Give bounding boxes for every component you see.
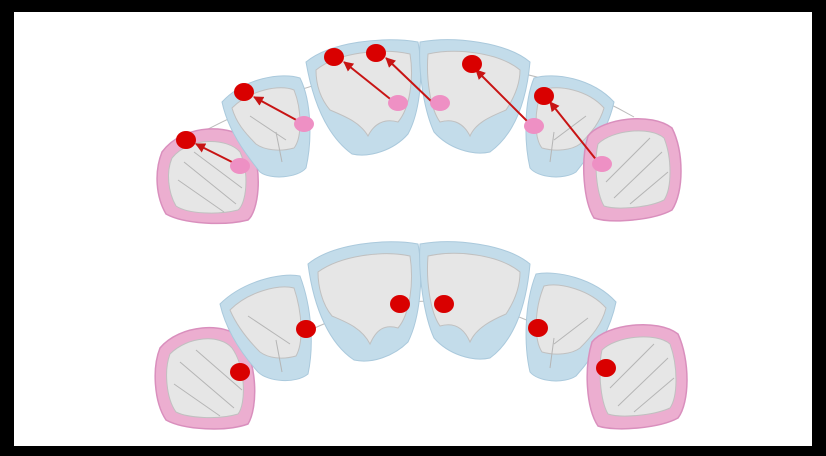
red-point: [176, 131, 196, 149]
pink-point: [230, 158, 250, 174]
red-point: [528, 319, 548, 337]
upper-arch: [157, 40, 681, 224]
pink-point: [430, 95, 450, 111]
lower-arch: [155, 242, 687, 429]
red-point: [462, 55, 482, 73]
dental-arch-diagram: [14, 12, 812, 446]
red-point: [230, 363, 250, 381]
pink-point: [524, 118, 544, 134]
diagram-canvas: [14, 12, 812, 446]
red-point: [366, 44, 386, 62]
red-point: [434, 295, 454, 313]
pink-point: [294, 116, 314, 132]
red-point: [324, 48, 344, 66]
red-point: [534, 87, 554, 105]
pink-point: [592, 156, 612, 172]
red-point: [390, 295, 410, 313]
red-point: [596, 359, 616, 377]
red-point: [296, 320, 316, 338]
red-point: [234, 83, 254, 101]
lower-canine-right: [587, 325, 687, 429]
pink-point: [388, 95, 408, 111]
tooth-crown: [600, 337, 676, 416]
